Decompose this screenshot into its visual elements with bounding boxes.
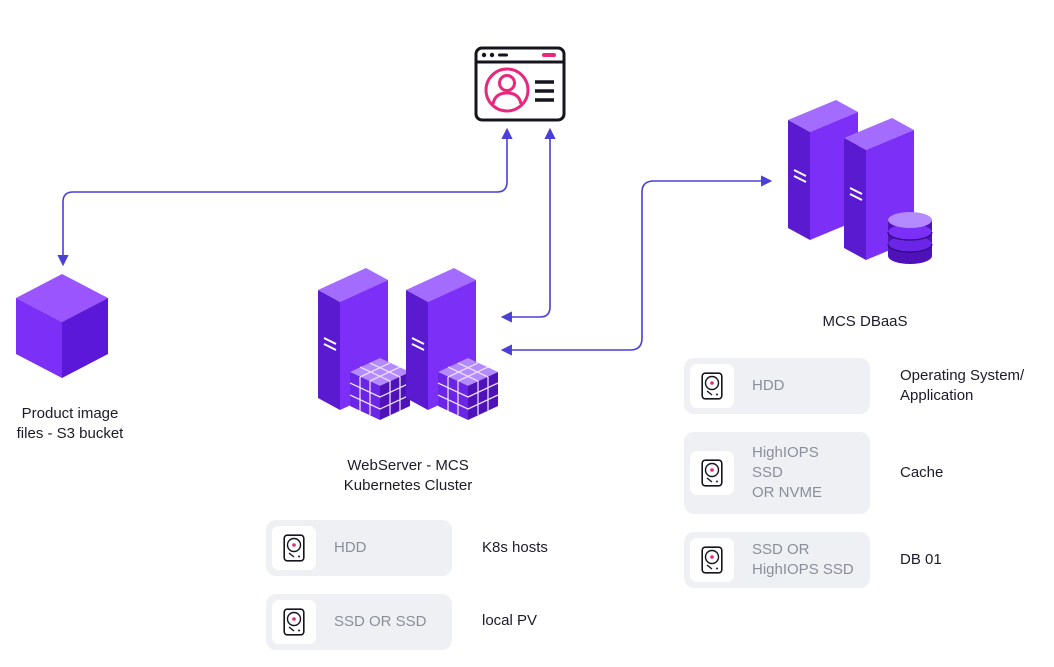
storage-role-label: Operating System/ Application: [900, 367, 1025, 404]
storage-role-label: K8s hosts: [482, 539, 548, 556]
arrow-browser-to-s3: [57, 127, 513, 267]
arrow-browser-to-webserver: [500, 127, 556, 323]
storage-pill-db01: SSD OR HighIOPS SSD: [684, 532, 870, 588]
webserver-label: WebServer - MCS Kubernetes Cluster: [343, 457, 473, 494]
storage-role-label: DB 01: [900, 551, 942, 568]
s3-bucket-label: Product image files - S3 bucket: [16, 405, 124, 442]
storage-pill-local-pv: SSD OR SSD: [266, 594, 452, 650]
disk-type-text: HDD: [334, 539, 367, 556]
arrow-webserver-to-dbaas: [500, 175, 773, 356]
web-user-profile-icon: [474, 46, 566, 122]
dbaas-label: MCS DBaaS: [822, 313, 908, 330]
hard-drive-icon: [690, 364, 734, 408]
storage-role-label: Cache: [900, 464, 944, 481]
disk-type-text: HDD: [752, 377, 785, 394]
hard-drive-icon: [272, 526, 316, 570]
disk-type-text: SSD OR HighIOPS SSD: [752, 541, 854, 578]
cube-storage-icon: [16, 274, 108, 378]
storage-role-label: local PV: [482, 612, 538, 629]
database-server-icon: [788, 100, 933, 264]
hard-drive-icon: [272, 600, 316, 644]
storage-pill-k8s-hosts: HDD: [266, 520, 452, 576]
storage-pill-cache: HighIOPS SSD OR NVME: [684, 432, 870, 514]
disk-type-text: HighIOPS SSD OR NVME: [752, 444, 823, 501]
server-cluster-icon: [318, 268, 499, 420]
hard-drive-icon: [690, 538, 734, 582]
disk-type-text: SSD OR SSD: [334, 613, 427, 630]
storage-pill-os-application: HDD: [684, 358, 870, 414]
hard-drive-icon: [690, 451, 734, 495]
